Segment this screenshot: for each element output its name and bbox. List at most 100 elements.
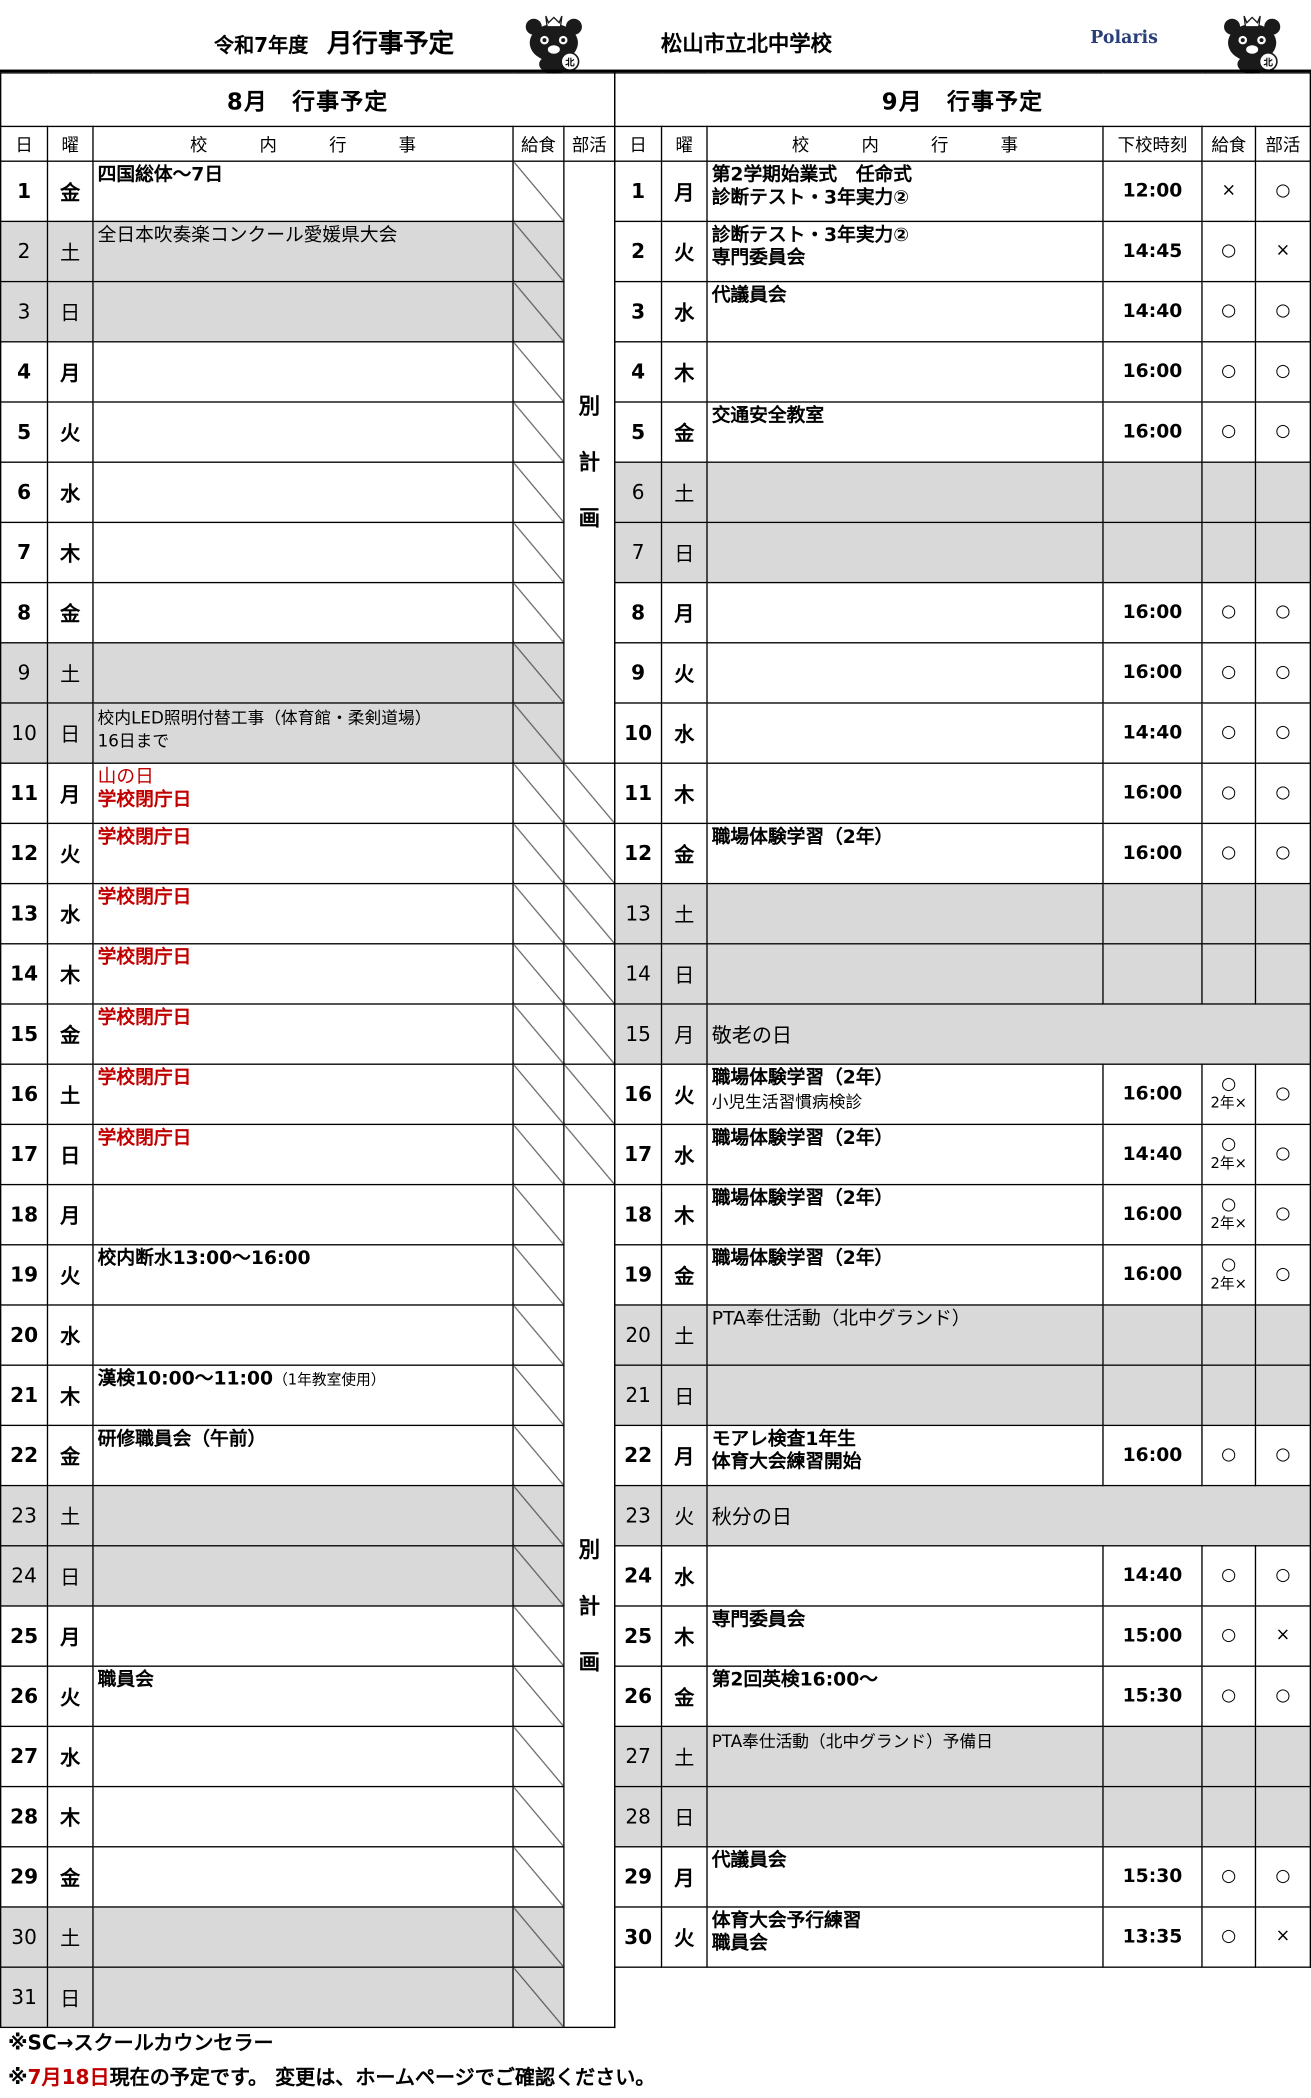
lunch-cell — [512, 1244, 565, 1306]
club-cell: ○ — [1254, 280, 1311, 343]
day-cell: 28 — [614, 1785, 663, 1848]
event-cell — [92, 401, 514, 463]
event-text-main: PTA奉仕活動（北中グランド） — [711, 1308, 971, 1330]
weekday-cell: 土 — [660, 1725, 708, 1788]
club-cell — [1254, 1304, 1311, 1366]
event-text: 職員会 — [712, 1933, 1099, 1956]
event-cell: 交通安全教室 — [706, 401, 1104, 463]
dismissal-time-cell — [1102, 1364, 1203, 1427]
event-cell — [92, 1545, 514, 1607]
lunch-mark: × — [1221, 180, 1237, 201]
lunch-cell — [512, 1003, 565, 1065]
event-text-main: 体育大会予行練習 — [711, 1910, 862, 1932]
weekday-cell: 日 — [660, 943, 708, 1005]
lunch-mark: ○ — [1221, 361, 1237, 382]
day-cell: 22 — [614, 1424, 663, 1487]
day-cell: 6 — [614, 461, 663, 524]
dismissal-time-cell — [1102, 1725, 1203, 1788]
dismissal-time-cell: 14:40 — [1102, 702, 1203, 764]
day-cell: 13 — [0, 882, 49, 945]
event-cell — [706, 1545, 1104, 1607]
lunch-cell — [512, 882, 565, 945]
event-text-main: 学校閉庁日 — [97, 1067, 192, 1089]
empty-cell — [614, 1966, 1311, 2028]
lunch-mark: ○ — [1221, 1866, 1237, 1887]
event-text: PTA奉仕活動（北中グランド） — [712, 1308, 1099, 1331]
event-cell: 学校閉庁日 — [92, 1123, 514, 1186]
day-cell: 16 — [0, 1063, 49, 1126]
lunch-cell: ○2年× — [1201, 1183, 1257, 1246]
event-text: 専門委員会 — [712, 1609, 1099, 1632]
dismissal-time-cell: 16:00 — [1102, 1063, 1203, 1126]
lunch-mark: ○ — [1221, 1194, 1237, 1215]
weekday-cell: 日 — [660, 521, 708, 584]
event-text: 診断テスト・3年実力② — [712, 225, 1099, 248]
lunch-cell — [512, 401, 565, 463]
day-cell: 8 — [0, 581, 49, 644]
column-header: 校 内 行 事 — [92, 125, 514, 162]
weekday-cell: 水 — [46, 882, 94, 945]
event-cell — [92, 1183, 514, 1246]
event-cell: PTA奉仕活動（北中グランド）予備日 — [706, 1725, 1104, 1788]
weekday-cell: 土 — [46, 1063, 94, 1126]
dismissal-time-cell: 16:00 — [1102, 401, 1203, 463]
event-cell: 代議員会 — [706, 280, 1104, 343]
weekday-cell: 金 — [660, 822, 708, 885]
lunch-cell — [512, 521, 565, 584]
club-plan-cell: 別 計 画 — [563, 1183, 616, 2029]
club-cell: ○ — [1254, 1545, 1311, 1607]
club-cell: ○ — [1254, 1846, 1311, 1908]
weekday-cell: 土 — [46, 1906, 94, 1968]
event-cell — [92, 461, 514, 524]
event-cell: 漢検10:00～11:00（1年教室使用） — [92, 1364, 514, 1427]
event-cell: 職場体験学習（2年） — [706, 822, 1104, 885]
weekday-cell: 日 — [46, 1123, 94, 1186]
club-cell: ○ — [1254, 581, 1311, 644]
event-text-main: 学校閉庁日 — [97, 886, 192, 909]
event-text-main: 職場体験学習（2年） — [711, 1248, 894, 1270]
lunch-mark: ○ — [1221, 1134, 1237, 1155]
dismissal-time-cell — [1102, 1785, 1203, 1848]
lunch-cell: ○ — [1201, 702, 1257, 764]
weekday-cell: 月 — [46, 1183, 94, 1246]
weekday-cell: 月 — [660, 1003, 708, 1065]
day-cell: 27 — [614, 1725, 663, 1788]
weekday-cell: 木 — [660, 1183, 708, 1246]
lunch-cell — [512, 160, 565, 223]
day-cell: 30 — [0, 1906, 49, 1968]
lunch-cell — [512, 1123, 565, 1186]
event-cell — [706, 341, 1104, 403]
club-cell: ○ — [1254, 702, 1311, 764]
club-cell: ○ — [1254, 401, 1311, 463]
event-text-main: 職員会 — [711, 1933, 768, 1955]
event-cell: PTA奉仕活動（北中グランド） — [706, 1304, 1104, 1366]
lunch-cell: ○ — [1201, 1545, 1257, 1607]
lunch-cell: ○ — [1201, 762, 1257, 825]
weekday-cell: 水 — [660, 280, 708, 343]
dismissal-time-cell: 14:40 — [1102, 1123, 1203, 1186]
weekday-cell: 火 — [660, 220, 708, 283]
lunch-cell — [512, 1846, 565, 1908]
lunch-cell — [1201, 1304, 1257, 1366]
event-cell: 研修職員会（午前） — [92, 1424, 514, 1487]
lunch-mark: ○ — [1221, 1565, 1237, 1586]
club-cell: × — [1254, 1605, 1311, 1667]
day-cell: 4 — [614, 341, 663, 403]
